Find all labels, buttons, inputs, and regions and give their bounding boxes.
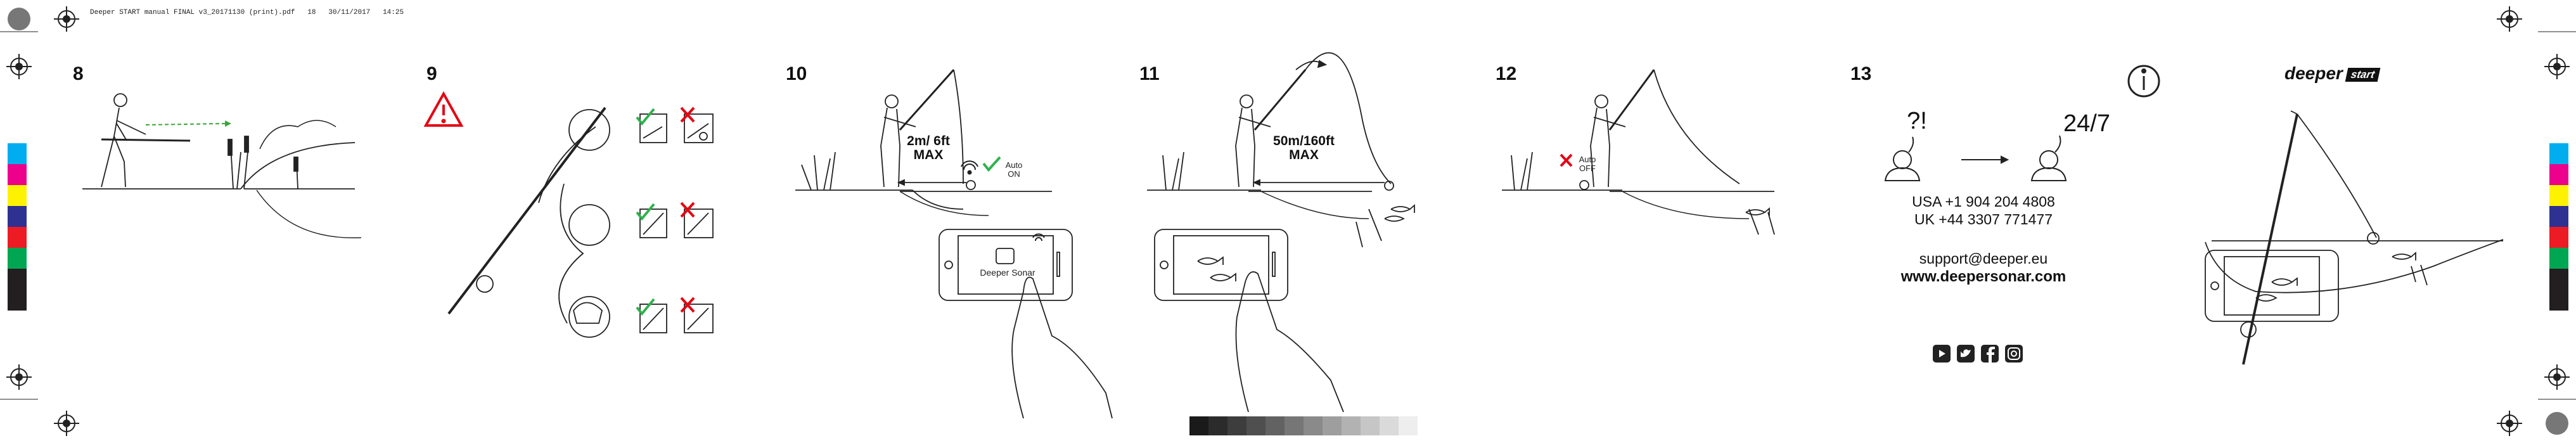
uk-phone: UK +44 3307 771477 [1914, 211, 2053, 228]
step-number-12: 12 [1496, 63, 1517, 84]
color-calibration-bar-right [2549, 143, 2568, 311]
gray-swatch [1208, 416, 1227, 435]
wifi-icon [961, 160, 1045, 241]
color-swatch [8, 269, 27, 290]
step-13-illustration [1884, 135, 2067, 181]
info-icon [2127, 65, 2160, 98]
corner-dot-icon [2546, 412, 2568, 435]
color-swatch [2549, 206, 2568, 227]
gray-swatch [1246, 416, 1266, 435]
facebook-icon [1981, 345, 1999, 363]
gray-swatch [1361, 416, 1380, 435]
registration-mark-icon [6, 364, 32, 390]
color-swatch [2549, 248, 2568, 269]
gray-swatch [1304, 416, 1323, 435]
gray-swatch [1266, 416, 1285, 435]
gray-swatch [1342, 416, 1361, 435]
color-swatch [8, 143, 27, 164]
registration-mark-icon [54, 411, 79, 436]
logo-tag: start [2345, 67, 2381, 82]
question-mark-label: ?! [1907, 108, 1927, 134]
registration-mark-icon [54, 6, 79, 32]
website-link[interactable]: www.deepersonar.com [1900, 268, 2067, 285]
color-calibration-bar-left [8, 143, 27, 311]
check-icon [982, 156, 1001, 172]
cover-illustration [2205, 110, 2504, 365]
step-9-illustration [447, 106, 714, 338]
color-swatch [2549, 290, 2568, 311]
gray-swatch [1399, 416, 1418, 435]
registration-mark-icon [2544, 364, 2570, 390]
cross-icon [1560, 153, 1573, 167]
step-8-illustration [82, 93, 362, 239]
step-10-illustration [795, 68, 1113, 419]
max-label: MAX [1289, 148, 1319, 163]
distance-label: 50m/160ft [1273, 134, 1335, 148]
auto-label: Auto [1005, 160, 1023, 170]
registration-mark-icon [2497, 411, 2522, 436]
auto-label: Auto [1579, 155, 1596, 164]
step-number-8: 8 [73, 63, 84, 84]
warning-icon [423, 91, 464, 127]
gray-swatch [1285, 416, 1304, 435]
max-label: MAX [913, 148, 944, 163]
usa-phone: USA +1 904 204 4808 [1912, 193, 2055, 210]
distance-label: 2m/ 6ft [907, 134, 950, 148]
step-11-illustration [1147, 52, 1415, 413]
step-10-distance: 2m/ 6ft MAX [900, 134, 957, 162]
support-email[interactable]: support@deeper.eu [1919, 250, 2048, 267]
step-12-auto-state: Auto OFF [1575, 155, 1600, 172]
gray-swatch [1227, 416, 1246, 435]
corner-dot-icon [8, 8, 30, 30]
registration-mark-icon [2497, 6, 2522, 32]
cross-icon [680, 106, 695, 313]
registration-mark-icon [6, 54, 32, 79]
step-number-9: 9 [426, 63, 437, 84]
color-swatch [8, 164, 27, 185]
color-swatch [8, 185, 27, 206]
support-hours-label: 24/7 [2063, 110, 2110, 137]
cast-arrow [145, 123, 226, 125]
color-swatch [2549, 143, 2568, 164]
color-swatch [2549, 164, 2568, 185]
youtube-icon [1933, 345, 1951, 363]
gray-swatch [1380, 416, 1399, 435]
step-12-illustration [1502, 69, 1775, 235]
step-11-distance: 50m/160ft MAX [1264, 134, 1343, 162]
logo-word: deeper [2284, 63, 2343, 83]
auto-state-label: OFF [1579, 163, 1596, 173]
color-swatch [8, 206, 27, 227]
registration-mark-icon [2544, 54, 2570, 79]
color-swatch [2549, 185, 2568, 206]
step-number-10: 10 [786, 63, 807, 84]
color-swatch [2549, 227, 2568, 248]
step-number-11: 11 [1139, 63, 1160, 84]
auto-state-label: ON [1008, 169, 1020, 179]
app-name: Deeper Sonar [980, 267, 1035, 278]
gray-swatch [1189, 416, 1208, 435]
print-header: Deeper START manual FINAL v3_20171130 (p… [90, 9, 404, 16]
color-swatch [8, 227, 27, 248]
grayscale-calibration-bar [1189, 416, 1418, 435]
color-swatch [8, 290, 27, 311]
check-icon [636, 108, 655, 316]
step-10-auto-state: Auto ON [1001, 161, 1027, 178]
color-swatch [2549, 269, 2568, 290]
color-swatch [8, 248, 27, 269]
gray-swatch [1323, 416, 1342, 435]
step-number-13: 13 [1850, 63, 1872, 84]
instagram-icon [2005, 345, 2023, 363]
twitter-icon [1957, 345, 1975, 363]
